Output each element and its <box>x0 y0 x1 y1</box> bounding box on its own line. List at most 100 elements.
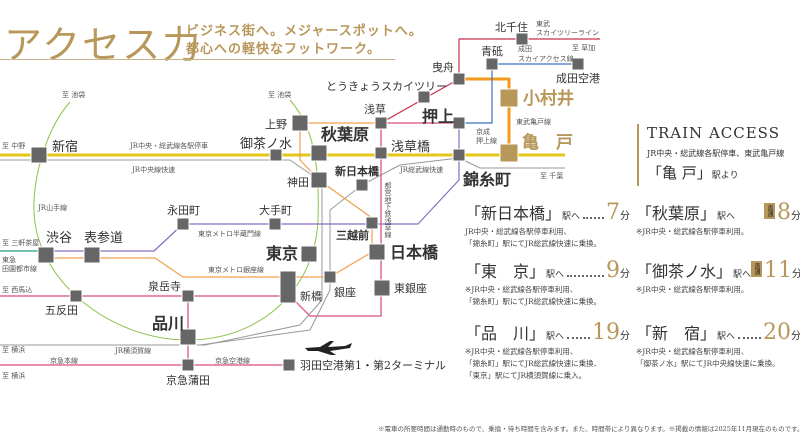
station-shinnihonbashi[interactable] <box>355 178 369 192</box>
station-higashiginza[interactable] <box>373 279 391 297</box>
airplane-icon <box>305 341 352 355</box>
route-note: ※JR中央・総武線各駅停車利用、 <box>636 347 749 356</box>
footnote: ※電車の所要時間は通勤時のもので、乗換・待ち時間を含みます。また、時間帯により異… <box>378 425 800 433</box>
origin-station: 「亀 戸」駅より <box>647 162 784 183</box>
label-ueno: 上野 <box>265 118 287 131</box>
station-narita[interactable] <box>571 57 585 71</box>
label-sobu-rapid: JR総武線快速 <box>399 165 443 174</box>
label-kanda: 神田 <box>287 175 309 189</box>
label-denentoshi-2: 田園都市線 <box>2 264 37 273</box>
ginza-line <box>46 122 381 278</box>
station-mitsukoshimae[interactable] <box>365 216 379 230</box>
label-asakusa-line: 都営地下鉄浅草線 <box>384 182 392 238</box>
label-oshiage: 押上 <box>422 107 454 126</box>
train-access-subtitle: JR中央・総武線各駅停車、東武亀戸線 <box>647 149 785 158</box>
station-oshiage[interactable] <box>452 116 466 130</box>
route-note: ※JR中央・総武線各駅停車利用、 <box>465 347 578 356</box>
direction-yokohama-1: 至 横浜 <box>2 345 25 354</box>
station-ochanomizu[interactable] <box>269 148 283 162</box>
route-station: 「品 川」 <box>465 324 546 343</box>
station-otemachi[interactable] <box>268 217 282 231</box>
route-station: 「新日本橋」 <box>465 204 562 223</box>
station-tokyo[interactable] <box>300 245 318 263</box>
label-asakusa: 浅草 <box>364 103 386 116</box>
label-tobu-kameido: 東武亀戸線 <box>516 117 551 126</box>
title-divider <box>0 59 395 60</box>
station-ginza[interactable] <box>323 270 337 284</box>
dotted-leader <box>583 217 604 219</box>
label-chuo-rapid: JR中央線快速 <box>131 165 175 174</box>
station-komurai[interactable] <box>499 88 519 108</box>
label-mitsukoshimae: 三越前 <box>336 228 369 242</box>
station-skytree[interactable] <box>417 90 431 104</box>
station-aoto[interactable] <box>485 57 499 71</box>
route-note: 「錦糸町」駅にてJR総武線快速に乗換。 <box>465 239 602 248</box>
label-shinbashi: 新橋 <box>300 289 322 303</box>
direction-ikebukuro-east: 至 池袋 <box>268 90 291 99</box>
label-omotesando: 表参道 <box>84 230 123 246</box>
station-kameido[interactable] <box>499 143 519 163</box>
station-kanda[interactable] <box>310 171 328 189</box>
label-keisei-oshiage-1: 京成 <box>476 127 490 136</box>
route-unit: 分 <box>791 211 800 222</box>
label-keikyukamata: 京急蒲田 <box>166 373 210 387</box>
route-unit: 分 <box>792 269 800 280</box>
label-keikyu-airport: 京急空港線 <box>215 356 250 365</box>
label-keisei-oshiage-2: 押上線 <box>476 136 497 145</box>
route-note: ※JR中央・総武線各駅停車利用。 <box>636 285 749 294</box>
station-shinbashi[interactable] <box>279 270 297 304</box>
station-akihabara[interactable] <box>310 144 328 162</box>
route-minutes: 9 <box>606 258 620 283</box>
tagline-2: 都心への軽快なフットワーク。 <box>186 42 381 57</box>
direction-yokohama-2: 至 横浜 <box>2 371 25 380</box>
station-ueno[interactable] <box>291 114 309 132</box>
station-shinagawa[interactable] <box>179 328 197 346</box>
route-unit: 分 <box>791 331 800 342</box>
station-kitasenju[interactable] <box>515 32 529 46</box>
hanzomon-line <box>46 123 460 252</box>
station-keikyukamata[interactable] <box>181 358 195 372</box>
station-asakusabashi[interactable] <box>374 146 388 160</box>
label-tokyo: 東京 <box>266 244 298 263</box>
station-gotanda[interactable] <box>69 289 83 303</box>
direction-nishimagome: 至 西馬込 <box>2 285 32 294</box>
route-minutes: 19 <box>592 320 620 345</box>
label-tobu-skytree-1: 東武 <box>536 19 550 28</box>
label-skyaccess-2: スカイアクセス線 <box>518 54 574 63</box>
station-shinjuku[interactable] <box>30 146 48 164</box>
direction-nakano: 至 中野 <box>2 141 25 150</box>
station-omotesando[interactable] <box>83 246 101 264</box>
tagline-1: ビジネス街へ。メジャースポットへ。 <box>186 24 423 39</box>
route-suffix: 駅へ <box>717 212 736 222</box>
label-otemachi: 大手町 <box>259 203 292 217</box>
keisei-line <box>459 63 578 124</box>
route-unit: 分 <box>620 211 630 222</box>
label-kinshicho: 錦糸町 <box>463 170 511 189</box>
route-note: ※JR中央・総武線各駅停車利用、 <box>465 285 578 294</box>
direct-badge: 直通 <box>764 203 775 219</box>
label-sengakuji: 泉岳寺 <box>148 279 181 293</box>
station-haneda[interactable] <box>282 358 296 372</box>
label-keikyu-main: 京急本線 <box>50 356 78 365</box>
station-sengakuji[interactable] <box>181 289 195 303</box>
station-nihonbashi[interactable] <box>368 243 386 261</box>
label-yamanote: JR山手線 <box>37 203 67 212</box>
route-suffix: 駅へ <box>546 270 565 280</box>
direction-sangenjaya: 至 三軒茶屋 <box>2 238 39 247</box>
route-minutes: 20 <box>763 320 791 345</box>
route-minutes: 8 <box>777 200 791 225</box>
station-nagatacho[interactable] <box>176 217 190 231</box>
label-hikifune: 曳舟 <box>432 60 454 74</box>
station-kinshicho[interactable] <box>452 148 466 162</box>
station-shibuya[interactable] <box>37 246 55 264</box>
route-suffix: 駅へ <box>562 212 581 222</box>
route-note: 「御茶ノ水」駅にてJR中央線快速に乗換。 <box>636 359 780 368</box>
station-hikifune[interactable] <box>452 72 466 86</box>
station-asakusa[interactable] <box>374 116 388 130</box>
